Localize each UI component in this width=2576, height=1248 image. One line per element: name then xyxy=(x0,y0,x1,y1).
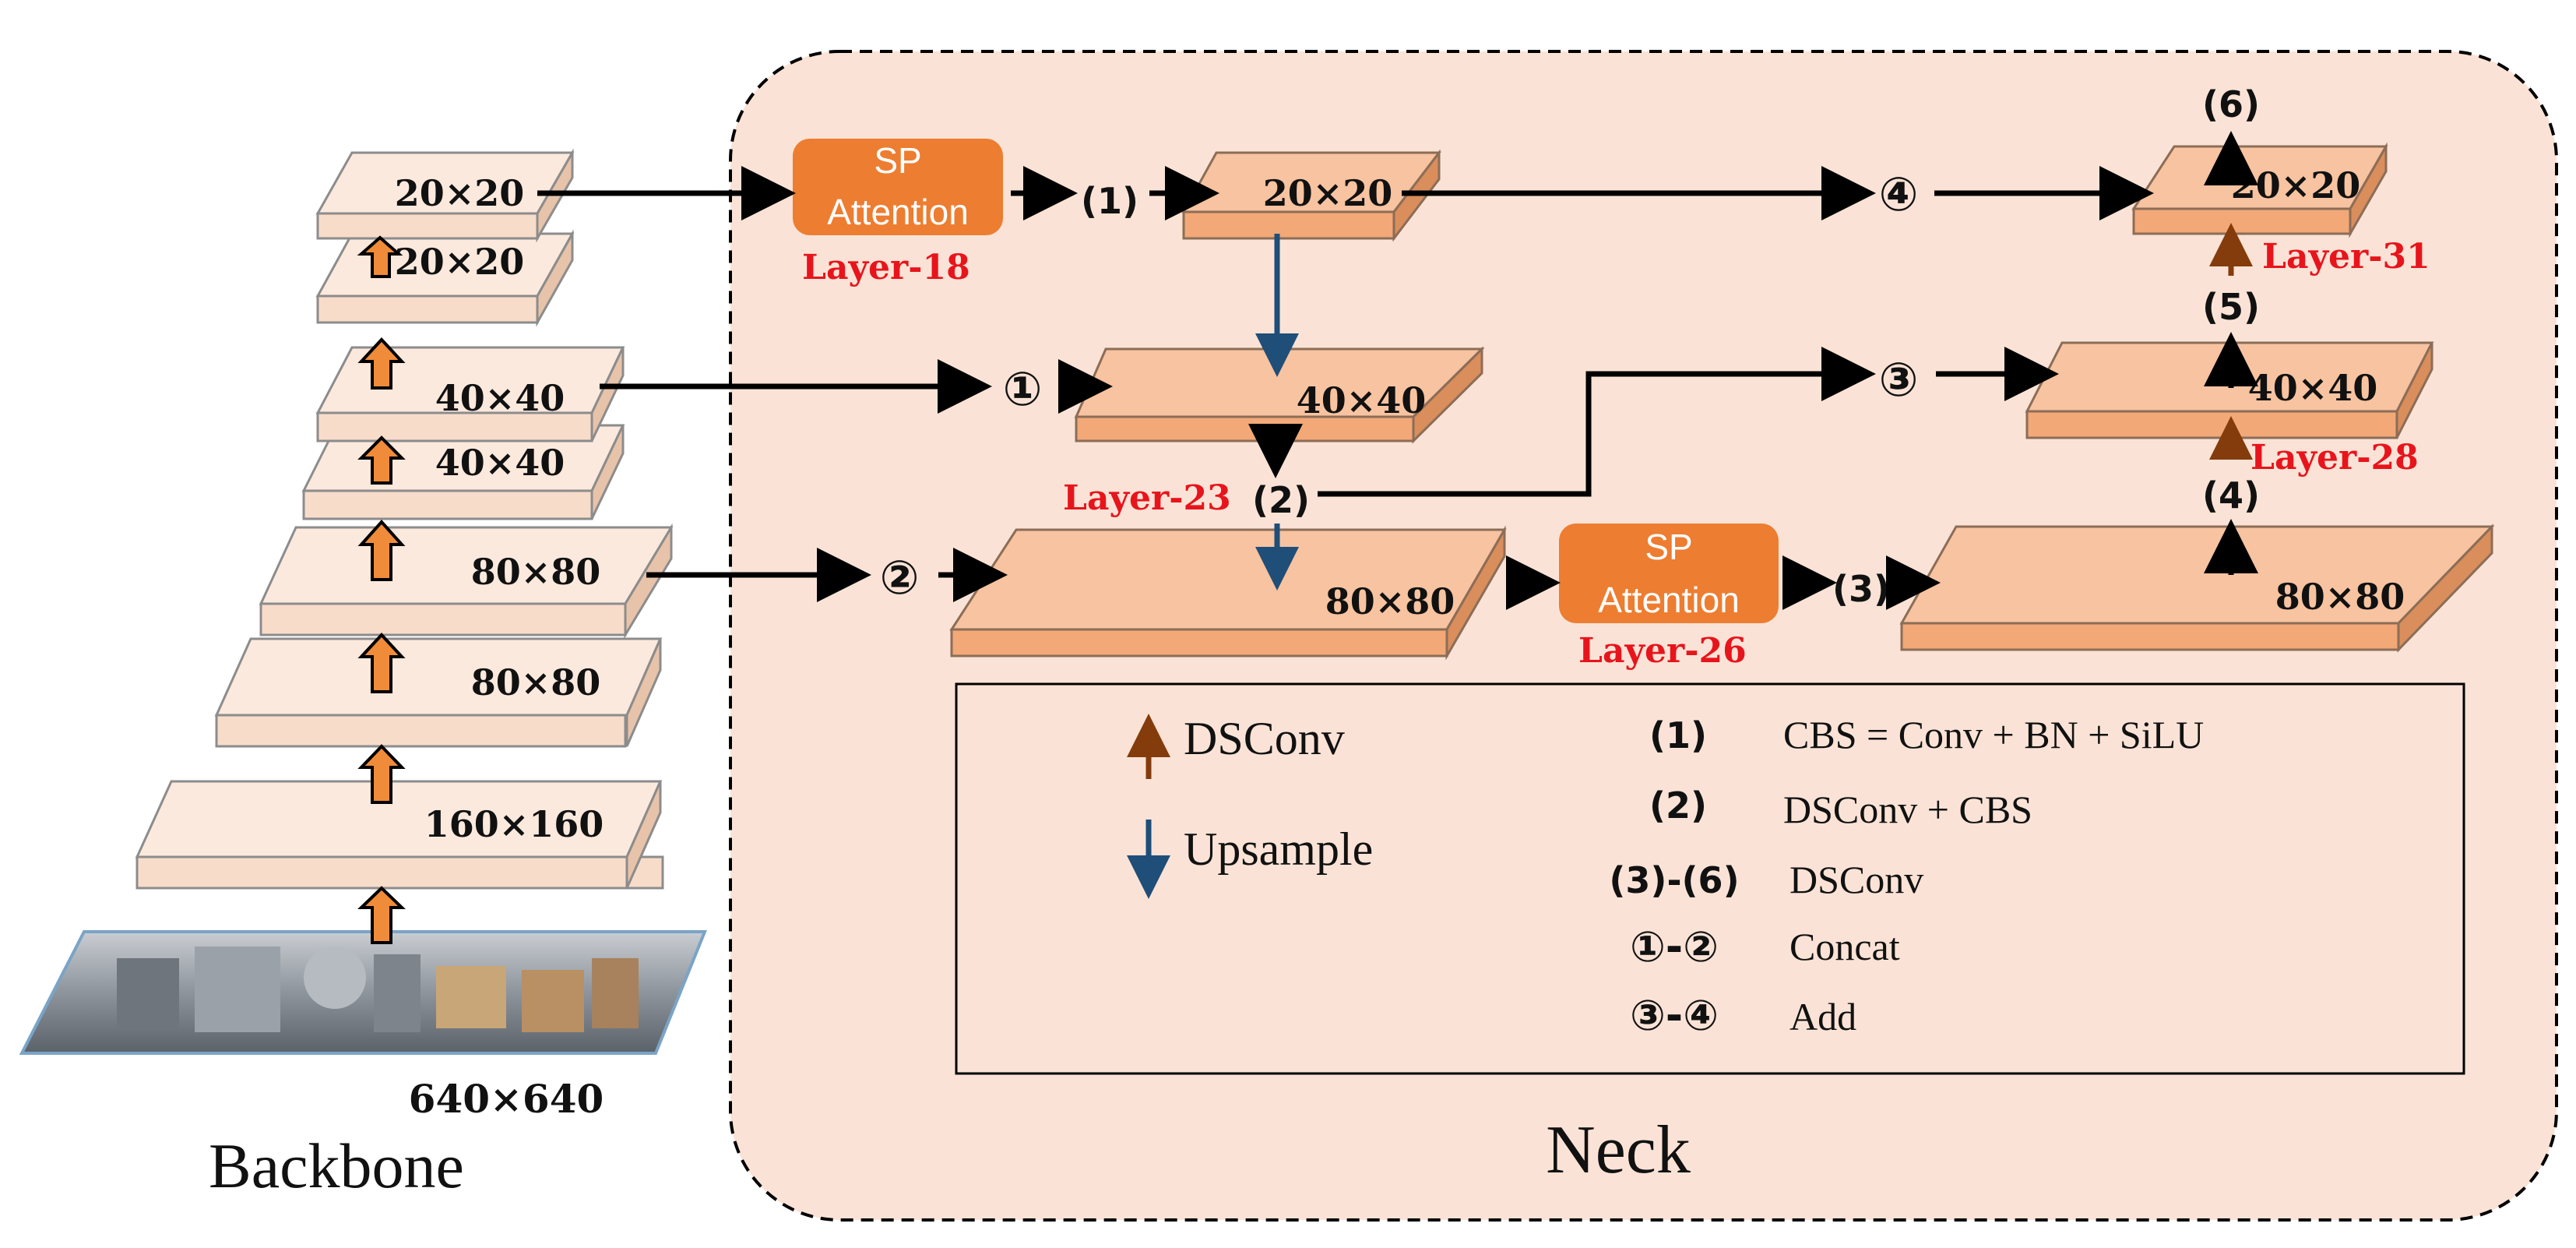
step-4: (4) xyxy=(2202,474,2260,516)
sp-attention-26-line1: SP xyxy=(1645,527,1692,567)
layer-23-label: Layer-23 xyxy=(1063,478,1231,518)
concat-1: ① xyxy=(1003,362,1043,417)
legend-value-3: DSConv xyxy=(1789,858,1923,901)
sp-attention-26: SP Attention xyxy=(1559,524,1779,623)
add-3: ③ xyxy=(1879,353,1919,407)
step-3: (3) xyxy=(1832,568,1890,610)
neck-title: Neck xyxy=(1546,1112,1691,1188)
backbone-title: Backbone xyxy=(209,1130,464,1201)
legend-upsample: Upsample xyxy=(1184,823,1373,875)
step-1: (1) xyxy=(1081,180,1138,222)
neck-block-20-right: 20×20 xyxy=(2131,142,2388,238)
neck-label-20-mid: 20×20 xyxy=(1263,172,1393,214)
neck-label-20-right: 20×20 xyxy=(2231,164,2361,206)
legend-value-1: CBS = Conv + BN + SiLU xyxy=(1783,713,2204,756)
neck-label-40-mid: 40×40 xyxy=(1297,379,1427,421)
orange-up-arrow-icon xyxy=(357,235,406,944)
sp-attention-18: SP Attention xyxy=(793,139,1003,235)
layer-31-label: Layer-31 xyxy=(2262,237,2430,277)
sp-attention-18-line1: SP xyxy=(874,140,921,181)
neck-label-80-right: 80×80 xyxy=(2275,576,2405,618)
legend-key-4: ①-② xyxy=(1630,922,1719,971)
backbone-block-80-upper: 80×80 xyxy=(259,523,674,640)
concat-2: ② xyxy=(880,551,920,605)
step-2: (2) xyxy=(1252,479,1310,521)
legend-key-2: (2) xyxy=(1649,784,1707,827)
backbone-block-40-upper: 40×40 xyxy=(315,346,625,442)
backbone-block-160: 160×160 xyxy=(135,780,664,890)
neck-block-80-right: 80×80 xyxy=(1899,524,2495,653)
legend-value-2: DSConv + CBS xyxy=(1783,788,2032,831)
layer-18-label: Layer-18 xyxy=(802,248,970,287)
neck-block-80-mid: 80×80 xyxy=(949,525,1507,661)
backbone-label-20-lower: 20×20 xyxy=(395,241,525,283)
input-image xyxy=(19,930,707,1055)
backbone-block-20-upper: 20×20 xyxy=(315,148,575,243)
backbone: 160×160 80×80 80×80 40×40 40×40 xyxy=(19,148,707,1201)
backbone-label-80-lower: 80×80 xyxy=(471,661,601,703)
legend-key-1: (1) xyxy=(1649,714,1707,756)
backbone-block-20-lower: 20×20 xyxy=(315,229,575,327)
backbone-label-40-lower: 40×40 xyxy=(435,442,565,484)
neck-block-20-mid: 20×20 xyxy=(1181,149,1442,242)
legend: DSConv Upsample (1) CBS = Conv + BN + Si… xyxy=(955,682,2465,1075)
sp-attention-18-line2: Attention xyxy=(827,192,969,232)
legend-dsconv: DSConv xyxy=(1184,713,1345,764)
step-6: (6) xyxy=(2202,83,2260,125)
backbone-label-80-upper: 80×80 xyxy=(471,551,601,593)
neck-label-40-right: 40×40 xyxy=(2248,367,2378,409)
legend-key-5: ③-④ xyxy=(1630,991,1719,1040)
backbone-label-40-upper: 40×40 xyxy=(435,377,565,419)
layer-28-label: Layer-28 xyxy=(2250,438,2419,478)
neck-block-40-mid: 40×40 xyxy=(1074,346,1485,444)
backbone-block-80-lower: 80×80 xyxy=(214,637,663,748)
backbone-label-20-upper: 20×20 xyxy=(395,172,525,214)
neck-label-80-mid: 80×80 xyxy=(1325,580,1455,622)
backbone-label-160: 160×160 xyxy=(424,803,604,845)
add-4: ④ xyxy=(1879,167,1919,222)
sp-attention-26-line2: Attention xyxy=(1598,580,1740,620)
backbone-input-size: 640×640 xyxy=(409,1076,604,1122)
legend-value-5: Add xyxy=(1789,995,1856,1038)
flow-arrows xyxy=(537,131,2258,610)
legend-key-3: (3)-(6) xyxy=(1609,859,1739,901)
step-5: (5) xyxy=(2202,286,2260,328)
layer-26-label: Layer-26 xyxy=(1578,631,1747,671)
legend-value-4: Concat xyxy=(1789,925,1900,968)
